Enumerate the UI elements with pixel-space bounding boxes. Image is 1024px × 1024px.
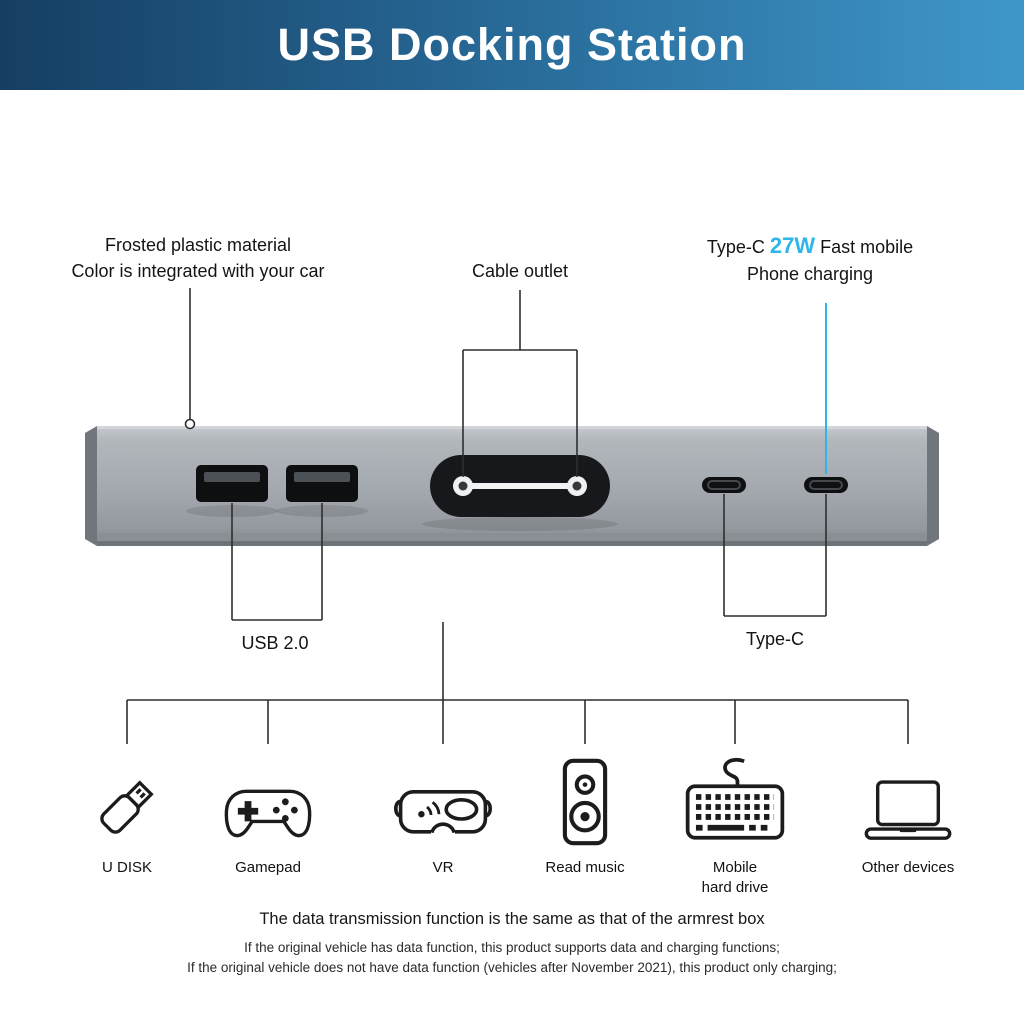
device-label: Other devices — [861, 859, 955, 876]
device-bottom-edge — [97, 541, 927, 546]
header-banner: USB Docking Station — [0, 0, 1024, 90]
device-left-bevel — [85, 426, 97, 546]
device-right-bevel — [927, 426, 939, 546]
cable-outlet-port — [430, 455, 610, 517]
cable-outlet-label: Cable outlet — [471, 261, 569, 281]
footer-line2: If the original vehicle has data functio… — [244, 940, 780, 955]
usb-a-port-1 — [196, 465, 268, 502]
callout-lines — [126, 288, 909, 744]
type-c-ports-bracket — [723, 494, 827, 617]
fast-charge-annotation: Type-C 27W Fast mobile Phone charging — [655, 232, 965, 288]
fast-charge-suffix: Fast mobile — [815, 237, 914, 257]
device-item-hard-drive: Mobile hard drive — [660, 748, 810, 898]
device-label: Read music — [545, 859, 625, 876]
docking-station-device — [85, 426, 939, 546]
cable-outlet-annotation: Cable outlet — [430, 258, 610, 284]
device-bottom-shade — [97, 533, 927, 542]
type-c-port-1 — [702, 477, 746, 493]
page-title: USB Docking Station — [277, 19, 747, 70]
gamepad-icon — [219, 748, 317, 848]
device-tree-lines — [126, 622, 909, 744]
device-item-laptop: Other devices — [833, 748, 983, 878]
device-label: U DISK — [101, 859, 152, 876]
device-item-speaker: Read music — [510, 748, 660, 878]
device-label: VR — [432, 859, 454, 876]
frosted-callout-line — [184, 288, 196, 430]
device-item-udisk: U DISK — [52, 748, 202, 878]
wattage-value: 27W — [769, 233, 816, 258]
usb-ports-bracket — [231, 503, 323, 621]
keyboard-icon — [681, 748, 789, 848]
usb-drive-icon — [86, 748, 168, 848]
cable-outlet-callout-line — [462, 290, 578, 477]
device-item-vr: VR — [368, 748, 518, 878]
type-c-port-2 — [804, 477, 848, 493]
footer-line1: The data transmission function is the sa… — [259, 910, 765, 928]
speaker-icon — [553, 748, 617, 848]
device-top-highlight — [97, 426, 927, 429]
outlet-shadow — [422, 517, 618, 531]
usb-ports-label: USB 2.0 — [241, 633, 309, 653]
device-label: Mobile — [712, 859, 758, 876]
fast-charge-line2: Phone charging — [746, 264, 874, 284]
frosted-annotation: Frosted plastic material Color is integr… — [38, 232, 358, 284]
type-c-ports-label: Type-C — [745, 629, 805, 649]
frosted-annotation-line2: Color is integrated with your car — [71, 261, 325, 281]
fast-charge-prefix: Type-C — [706, 237, 770, 257]
frosted-annotation-line1: Frosted plastic material — [104, 235, 292, 255]
footer-notes: The data transmission function is the sa… — [0, 910, 1024, 978]
usb-a-port-2 — [286, 465, 358, 502]
device-label: Gamepad — [235, 859, 301, 876]
device-label-line2: hard drive — [701, 879, 769, 896]
device-item-gamepad: Gamepad — [193, 748, 343, 878]
footer-line3: If the original vehicle does not have da… — [187, 960, 837, 975]
fast-charge-line1: Type-C 27W Fast mobile — [655, 232, 965, 261]
vr-headset-icon — [391, 748, 495, 848]
laptop-icon — [858, 748, 958, 848]
